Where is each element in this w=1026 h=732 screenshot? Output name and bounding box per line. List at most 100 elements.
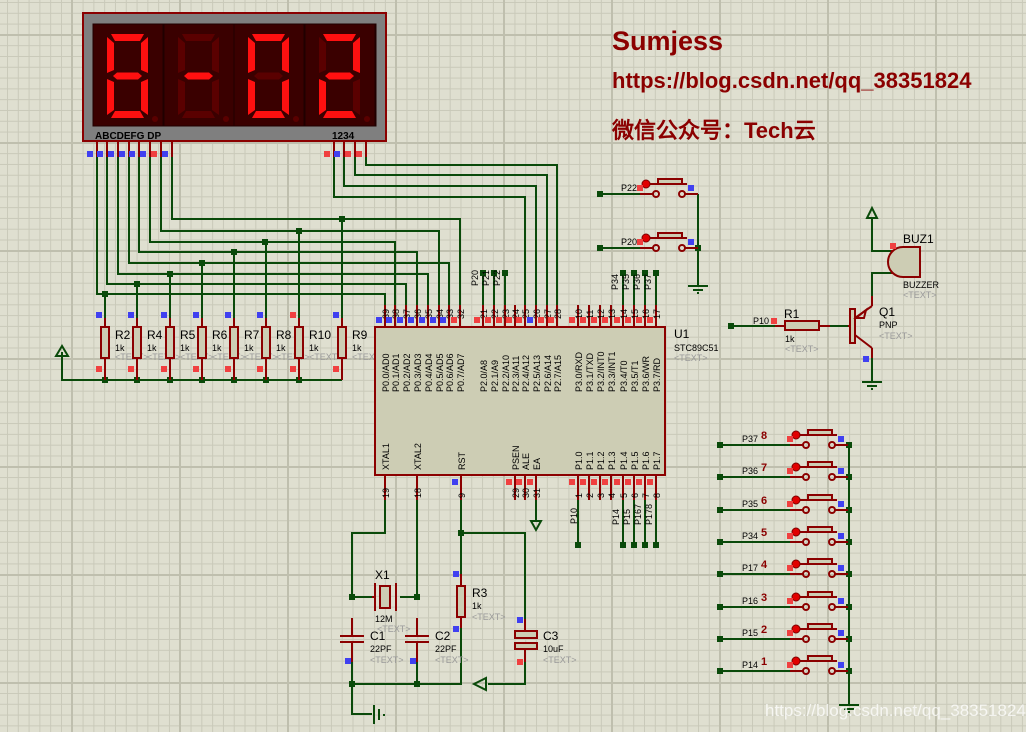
button-actuator-icon[interactable] <box>641 179 651 189</box>
pin-name: P1.1 <box>585 451 595 470</box>
segment-dp <box>152 116 158 122</box>
net-label: P178 <box>644 504 654 525</box>
button-actuator-icon[interactable] <box>791 624 801 634</box>
segment-f <box>319 37 326 73</box>
button-contact <box>802 603 810 611</box>
net-label: P16 <box>742 596 758 606</box>
pin-state-indicator <box>637 239 643 245</box>
pin-state-indicator <box>838 630 844 636</box>
pin-state-indicator <box>591 479 597 485</box>
transistor-ref: Q1 <box>879 305 895 319</box>
pin-state-indicator <box>863 356 869 362</box>
mcu-u1[interactable]: U1STC89C51<TEXT>39P0.0/AD038P0.1/AD137P0… <box>374 270 719 525</box>
key-button-6[interactable] <box>790 494 848 514</box>
transistor-type: PNP <box>879 320 898 330</box>
pin-state-indicator <box>636 479 642 485</box>
net-label: P35 <box>742 499 758 509</box>
button-actuator-icon[interactable] <box>641 233 651 243</box>
key-button-5[interactable] <box>790 526 848 546</box>
resistor-ref: R3 <box>472 586 488 600</box>
key-button-7[interactable] <box>790 461 848 481</box>
button-actuator-icon[interactable] <box>791 462 801 472</box>
pin-name: RST <box>457 451 467 470</box>
hidden-text-placeholder: <TEXT> <box>115 352 149 362</box>
resistor-body <box>197 326 207 359</box>
seven-segment-display[interactable]: ABCDEFG DP 1234 <box>82 12 387 157</box>
pin-state-indicator <box>838 598 844 604</box>
digit-select-net-2 <box>354 157 548 305</box>
pin-state-indicator <box>838 436 844 442</box>
pin-state-indicator <box>838 468 844 474</box>
segment-g <box>325 72 354 80</box>
pin-state-indicator <box>637 185 643 191</box>
junction-dot <box>631 542 637 548</box>
watermark-footer: https://blog.csdn.net/qq_38351824 <box>765 701 1026 720</box>
segment-pin-label: ABCDEFG DP <box>95 131 161 142</box>
segment-g <box>113 72 142 80</box>
pin-number: 11 <box>585 310 595 319</box>
pin-state-indicator <box>625 317 631 323</box>
net-label: P167 <box>633 504 643 525</box>
segment-g <box>254 72 283 80</box>
key-button-8[interactable] <box>790 429 848 449</box>
segment-d <box>111 111 144 118</box>
pin-state-indicator <box>890 243 896 249</box>
key-number: 4 <box>761 559 768 571</box>
pin-number: 12 <box>596 309 606 319</box>
key-button-3[interactable] <box>790 591 848 611</box>
pin-state-indicator <box>408 317 414 323</box>
pushbutton-p20[interactable] <box>640 232 698 252</box>
pin-state-indicator <box>397 317 403 323</box>
key-button-1[interactable] <box>790 655 848 675</box>
net-label: P21 <box>481 270 491 286</box>
button-contact <box>802 635 810 643</box>
pin-state-indicator <box>225 312 231 318</box>
button-cap <box>807 461 833 468</box>
segment-c <box>282 79 289 115</box>
pin-state-indicator <box>516 479 522 485</box>
watermark-url: https://blog.csdn.net/qq_38351824 <box>612 68 972 93</box>
digit-pin-label: 1234 <box>332 131 355 142</box>
power-terminal-icon <box>471 676 487 692</box>
key-button-4[interactable] <box>790 558 848 578</box>
pin-state-indicator <box>257 312 263 318</box>
button-actuator-icon[interactable] <box>791 592 801 602</box>
button-actuator-icon[interactable] <box>791 559 801 569</box>
button-contact <box>652 190 660 198</box>
pushbutton-p22[interactable] <box>640 178 698 198</box>
resistor-body <box>261 326 271 359</box>
junction-dot <box>717 668 723 674</box>
resistor-value: 1k <box>212 343 222 353</box>
button-contact <box>678 244 686 252</box>
resistor-ref: R4 <box>147 328 163 342</box>
pin-number: 1 <box>574 493 584 498</box>
button-actuator-icon[interactable] <box>791 430 801 440</box>
button-cap <box>807 591 833 598</box>
button-actuator-icon[interactable] <box>791 495 801 505</box>
pin-state-indicator <box>140 151 146 157</box>
buzzer-body <box>887 246 921 278</box>
key-button-2[interactable] <box>790 623 848 643</box>
pin-name: P1.4 <box>619 451 629 470</box>
junction-dot <box>653 542 659 548</box>
button-actuator-icon[interactable] <box>791 656 801 666</box>
pin-state-indicator <box>345 658 351 664</box>
pin-number: 5 <box>619 493 629 498</box>
cap-value: 22PF <box>435 644 457 654</box>
pin-name: P2.5/A13 <box>532 355 542 392</box>
resistor-body <box>165 326 175 359</box>
button-actuator-icon[interactable] <box>791 527 801 537</box>
pin-state-indicator <box>787 565 793 571</box>
